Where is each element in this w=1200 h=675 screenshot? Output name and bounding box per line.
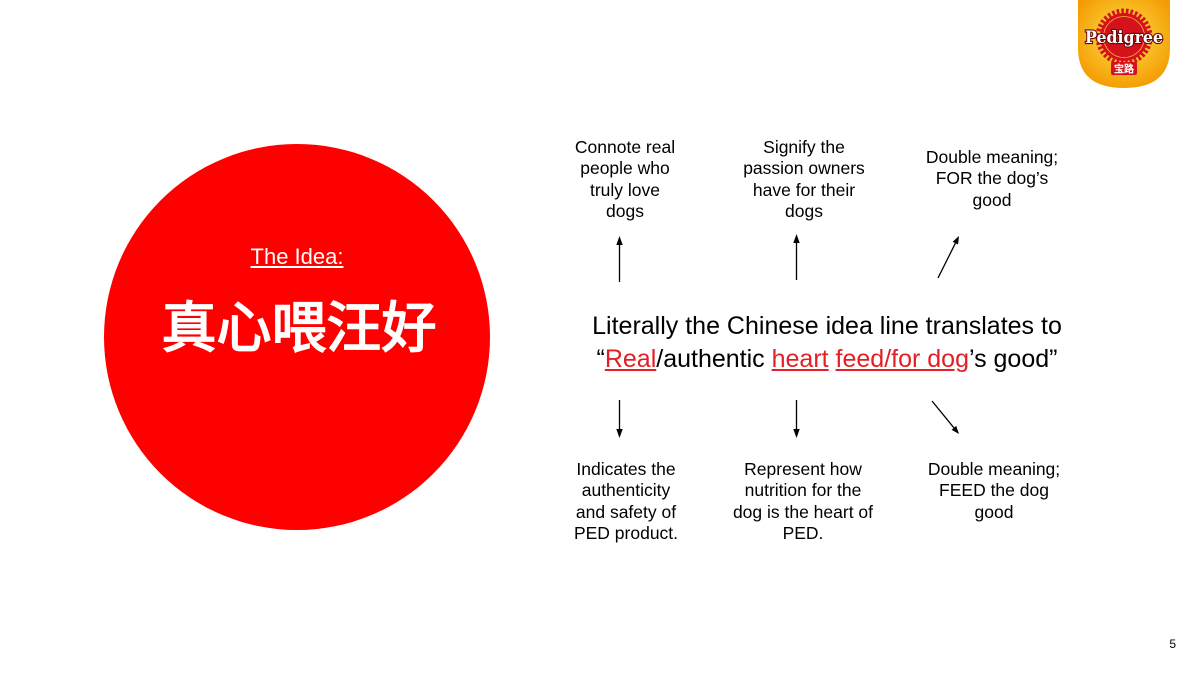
annotation-line: PED product. (573, 522, 679, 543)
highlight-real: Real (604, 345, 657, 373)
idea-headline: 真心喂汪好 (161, 296, 437, 360)
annotation-line: authenticity (581, 480, 671, 501)
annotation-top-real: Connote real people who truly love dogs (535, 137, 715, 222)
quote-close: ’s good” (968, 345, 1058, 373)
highlight-heart: heart (771, 345, 829, 373)
arrow-up-right-icon (937, 236, 959, 279)
annotation-line: Connote real (574, 137, 676, 157)
idea-circle (104, 144, 490, 530)
annotation-line: have for their (752, 179, 856, 200)
arrow-down-right-icon (931, 400, 959, 434)
arrow-up-icon (793, 234, 800, 280)
annotation-line: and safety of (575, 501, 677, 522)
annotation-line: passion owners (743, 158, 865, 179)
quote-open: “ (596, 345, 605, 373)
annotation-line: dog is the heart of (732, 501, 874, 522)
translation-intro: Literally the Chinese idea line translat… (592, 312, 1062, 340)
logo-seal-ring (1103, 16, 1145, 58)
pedigree-logo-mark: Pedigree 宝路 (1078, 0, 1170, 88)
annotation-line: truly love (589, 179, 661, 200)
annotation-line: Represent how (744, 459, 862, 479)
annotation-line: people who (580, 158, 670, 179)
annotation-line: good (974, 501, 1014, 522)
annotation-line: Indicates the (576, 459, 676, 479)
page-number: 5 (1169, 637, 1176, 651)
logo-brand-text: Pedigree (1085, 28, 1163, 48)
quote-space (829, 345, 836, 373)
annotation-bottom-real: Indicates the authenticity and safety of… (536, 459, 716, 544)
arrow-down-icon (793, 400, 800, 438)
annotation-bottom-heart: Represent how nutrition for the dog is t… (713, 459, 893, 544)
annotation-line: Double meaning; (925, 147, 1059, 167)
annotation-top-heart: Signify the passion owners have for thei… (714, 137, 894, 222)
logo-chinese-plate (1111, 62, 1137, 75)
arrow-up-icon (616, 236, 623, 282)
annotation-line: FOR the dog’s (935, 168, 1049, 189)
annotation-line: FEED the dog (939, 480, 1049, 501)
highlight-feed-for-dog: feed/for dog (835, 345, 969, 373)
translation-quote: “Real/authentic heart feed/for dog’s goo… (560, 343, 1094, 376)
idea-label: The Idea: (250, 244, 344, 269)
logo-seal-teeth (1095, 8, 1153, 66)
quote-text-authentic: /authentic (656, 345, 772, 373)
logo-seal (1100, 13, 1148, 61)
annotation-top-for-dog: Double meaning; FOR the dog’s good (902, 147, 1082, 211)
arrow-down-icon (616, 400, 623, 438)
annotation-line: PED. (782, 522, 824, 543)
annotation-line: nutrition for the (744, 480, 862, 501)
annotation-line: dogs (606, 200, 644, 221)
pedigree-logo: Pedigree 宝路 (1078, 0, 1170, 90)
annotation-line: Double meaning; (927, 459, 1061, 479)
annotation-line: Signify the (763, 137, 845, 157)
translation-block: Literally the Chinese idea line translat… (560, 310, 1094, 376)
logo-chinese-text: 宝路 (1114, 63, 1135, 76)
annotation-line: good (972, 189, 1012, 210)
annotation-bottom-feed-dog: Double meaning; FEED the dog good (904, 459, 1084, 523)
annotation-line: dogs (785, 200, 823, 221)
